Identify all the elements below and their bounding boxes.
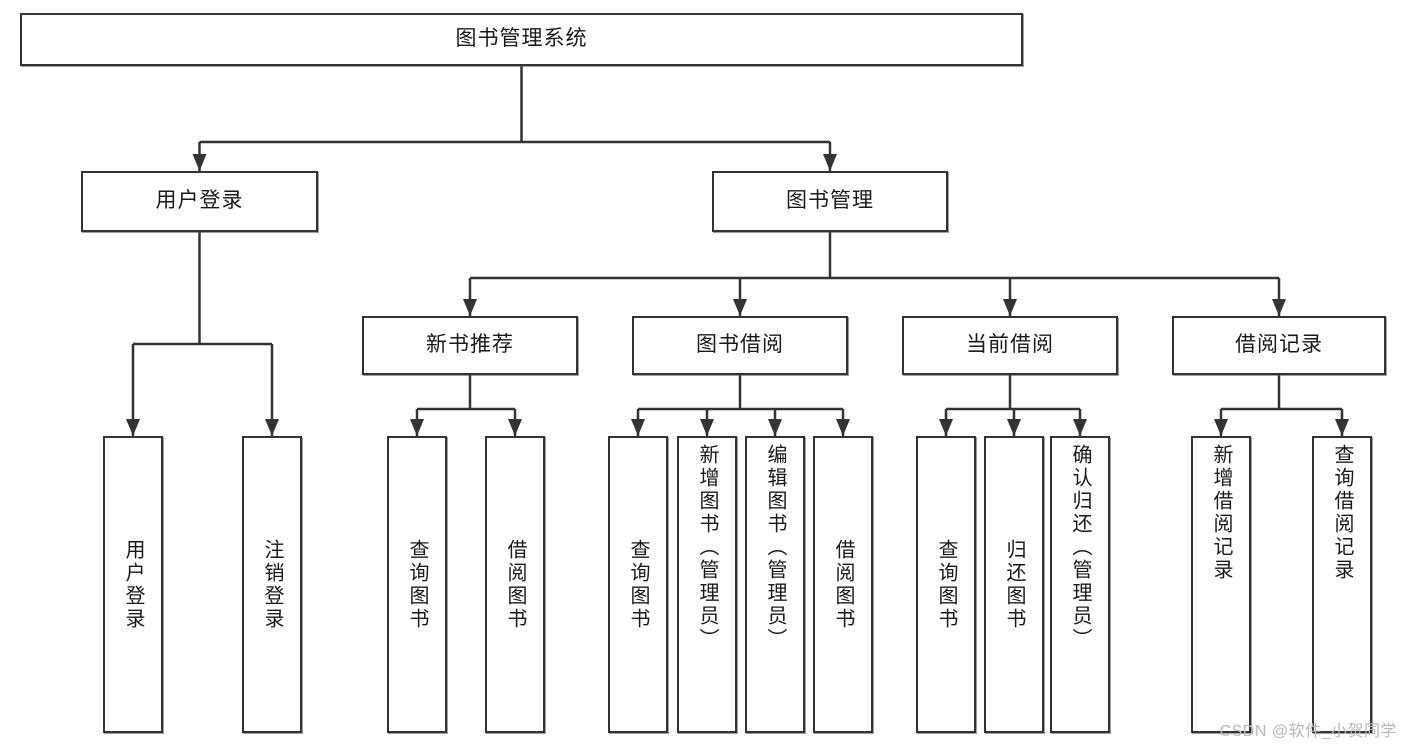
node-cur-borrow[interactable]: 当前借阅 <box>902 316 1118 375</box>
node-leaf-1[interactable]: 用户登录 <box>103 436 163 733</box>
node-borrow-log[interactable]: 借阅记录 <box>1172 316 1386 375</box>
node-label: 查询图书 <box>406 538 428 631</box>
node-leaf-12[interactable]: 新增借阅记录 <box>1191 436 1251 733</box>
node-label: 借阅图书 <box>832 538 854 631</box>
node-book-borrow[interactable]: 图书借阅 <box>632 316 848 375</box>
node-label: 查询图书 <box>935 538 957 631</box>
node-leaf-11[interactable]: 确认归还（管理员） <box>1050 436 1110 733</box>
node-label: 归还图书 <box>1003 538 1025 631</box>
node-leaf-2[interactable]: 注销登录 <box>242 436 302 733</box>
node-label: 图书借阅 <box>696 333 784 357</box>
node-label: 新增借阅记录 <box>1210 444 1232 582</box>
node-label: 查询图书 <box>627 538 649 631</box>
node-leaf-6[interactable]: 新增图书（管理员） <box>677 436 737 733</box>
node-label: 新书推荐 <box>426 333 514 357</box>
node-label: 图书管理 <box>786 189 874 213</box>
node-label: 借阅记录 <box>1235 333 1323 357</box>
node-leaf-5[interactable]: 查询图书 <box>608 436 668 733</box>
node-leaf-9[interactable]: 查询图书 <box>916 436 976 733</box>
node-leaf-10[interactable]: 归还图书 <box>984 436 1044 733</box>
node-new-book-rec[interactable]: 新书推荐 <box>362 316 578 375</box>
node-leaf-7[interactable]: 编辑图书（管理员） <box>745 436 805 733</box>
node-label: 新增图书（管理员） <box>696 444 718 651</box>
node-label: 编辑图书（管理员） <box>764 444 786 651</box>
node-leaf-13[interactable]: 查询借阅记录 <box>1312 436 1372 733</box>
node-label: 借阅图书 <box>504 538 526 631</box>
node-label: 查询借阅记录 <box>1331 444 1353 582</box>
node-leaf-3[interactable]: 查询图书 <box>387 436 447 733</box>
node-leaf-8[interactable]: 借阅图书 <box>813 436 873 733</box>
node-label: 当前借阅 <box>966 333 1054 357</box>
node-label: 确认归还（管理员） <box>1069 444 1091 651</box>
node-user-login[interactable]: 用户登录 <box>81 171 318 232</box>
node-book-manage[interactable]: 图书管理 <box>712 171 948 232</box>
node-label: 注销登录 <box>261 538 283 631</box>
node-label: 用户登录 <box>122 538 144 631</box>
node-label: 图书管理系统 <box>455 27 588 51</box>
node-label: 用户登录 <box>155 189 244 213</box>
node-root[interactable]: 图书管理系统 <box>20 13 1023 66</box>
node-leaf-4[interactable]: 借阅图书 <box>485 436 545 733</box>
